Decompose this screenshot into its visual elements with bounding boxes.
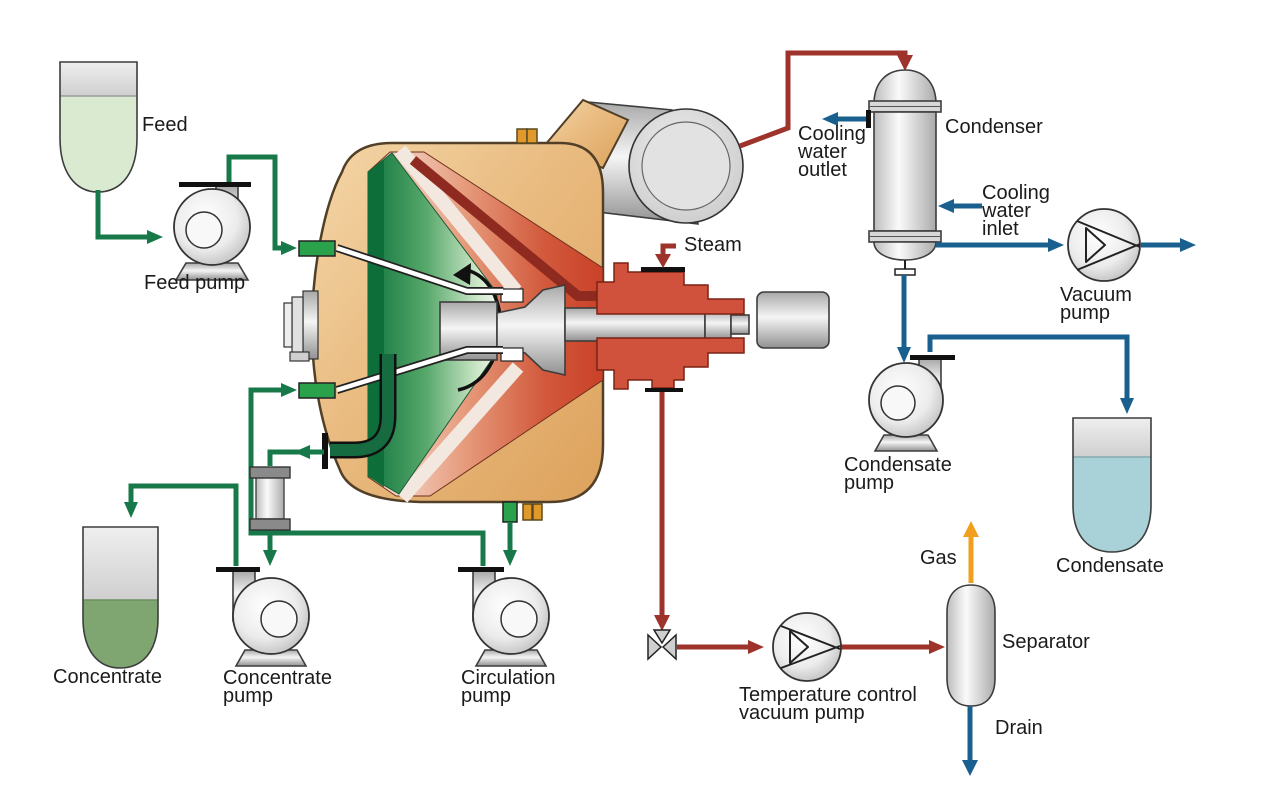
gas-line xyxy=(963,521,979,583)
steam-housing xyxy=(596,262,745,392)
condenser-drain-fitting xyxy=(894,268,916,276)
flow-arrow-icon xyxy=(1180,238,1196,252)
condensate-tank xyxy=(1072,417,1152,553)
flow-arrow-icon xyxy=(822,112,838,126)
vent-stub xyxy=(526,128,538,144)
cone-wall xyxy=(394,145,522,296)
concentrate-line xyxy=(124,445,324,566)
label-feed-pump: Feed pump xyxy=(144,272,246,294)
condensate-pump xyxy=(868,355,955,452)
evaporator xyxy=(283,98,830,523)
separator-vessel xyxy=(946,584,996,707)
flow-arrow-icon xyxy=(1120,398,1134,414)
rotor-shaft xyxy=(439,283,750,377)
flow-arrow-icon xyxy=(963,521,979,537)
feed-line xyxy=(95,154,297,255)
label-cooling-water-inlet: Cooling water inlet xyxy=(982,182,1050,240)
flow-arrow-icon xyxy=(263,550,277,566)
drain-stub xyxy=(522,503,533,521)
flow-arrow-icon xyxy=(655,254,671,268)
flow-arrow-icon xyxy=(281,241,297,255)
steam-outlet-flange xyxy=(645,388,683,392)
flow-arrow-icon xyxy=(654,615,670,631)
temperature-control-vacuum-pump xyxy=(772,612,842,682)
label-concentrate: Concentrate xyxy=(53,666,162,688)
cooling-water-lines xyxy=(822,110,982,213)
label-cooling-water-outlet: Cooling water outlet xyxy=(798,123,866,181)
concentrate-tank xyxy=(82,526,159,669)
flow-arrow-icon xyxy=(147,230,163,244)
label-condenser: Condenser xyxy=(945,116,1043,138)
label-condensate-pump: Condensate pump xyxy=(844,454,952,494)
concentrate-elbow xyxy=(322,354,397,469)
steam-drain-line xyxy=(654,392,945,654)
flow-arrow-icon xyxy=(1048,238,1064,252)
feed-tank xyxy=(59,61,138,193)
label-separator: Separator xyxy=(1002,631,1090,653)
flow-arrow-icon xyxy=(281,383,297,397)
condenser xyxy=(868,69,942,276)
feed-nozzle xyxy=(298,240,336,257)
circulation-nozzle xyxy=(298,382,336,399)
flow-arrow-icon xyxy=(897,55,913,71)
flow-arrow-icon xyxy=(294,445,310,459)
drive-motor xyxy=(756,291,830,349)
drain-line xyxy=(962,706,978,776)
flow-arrow-icon xyxy=(962,760,978,776)
flow-arrow-icon xyxy=(897,347,911,363)
condensate-line xyxy=(897,275,1134,414)
control-valve xyxy=(647,629,677,661)
steam-pipe xyxy=(409,156,602,301)
flow-arrow-icon xyxy=(938,199,954,213)
vapor-line xyxy=(739,50,913,149)
vacuum-pump xyxy=(1067,208,1141,282)
steam-inlet-flange xyxy=(641,267,685,272)
label-steam: Steam xyxy=(684,234,742,256)
drain-stub xyxy=(532,503,543,521)
cone-wall xyxy=(396,362,524,503)
bottom-outlet-nozzle xyxy=(502,501,518,523)
flow-arrow-icon xyxy=(929,640,945,654)
sight-glass xyxy=(249,466,291,531)
circulation-line xyxy=(248,383,517,566)
flow-arrow-icon xyxy=(124,502,138,518)
label-gas: Gas xyxy=(920,547,957,569)
label-vacuum-pump: Vacuum pump xyxy=(1060,284,1132,324)
vent-stub xyxy=(516,128,528,144)
label-circulation-pump: Circulation pump xyxy=(461,667,556,707)
flow-arrow-icon xyxy=(503,550,517,566)
label-condensate: Condensate xyxy=(1056,555,1164,577)
label-temp-control-vacuum-pump: Temperature control vacuum pump xyxy=(739,684,917,724)
feed-pump xyxy=(173,182,251,281)
label-feed: Feed xyxy=(142,114,188,136)
label-drain: Drain xyxy=(995,717,1043,739)
vacuum-line xyxy=(936,238,1196,252)
concentrate-pump xyxy=(216,567,310,667)
circulation-pump xyxy=(458,567,550,667)
sight-port xyxy=(283,290,319,362)
label-concentrate-pump: Concentrate pump xyxy=(223,667,332,707)
steam-inlet-arrow xyxy=(655,243,676,268)
flow-arrow-icon xyxy=(748,640,764,654)
